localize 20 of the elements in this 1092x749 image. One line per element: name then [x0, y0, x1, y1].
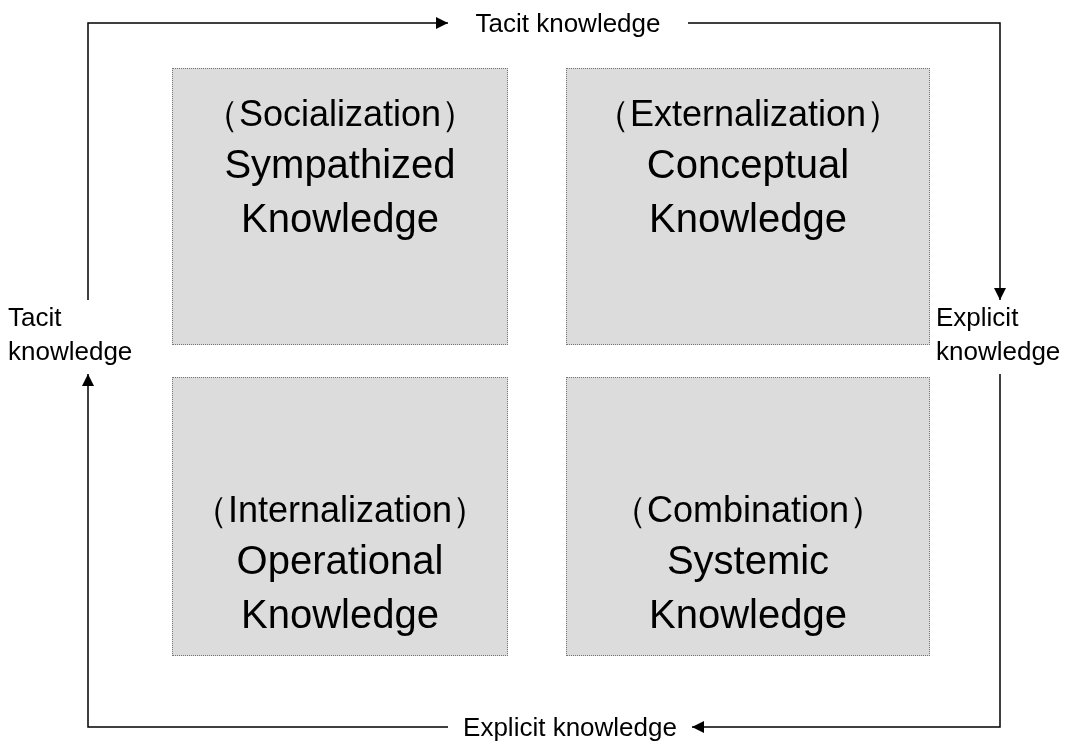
mode-heading: （Externalization） [593, 92, 903, 136]
quadrant-box [566, 377, 930, 656]
mode-heading: （Internalization） [191, 488, 489, 532]
quadrant-box [172, 68, 508, 345]
quadrant-box [172, 377, 508, 656]
arrow [691, 373, 1001, 733]
arrow [687, 22, 1006, 301]
arrow [87, 17, 449, 301]
arrow [82, 373, 449, 728]
knowledge-label: Tacit knowledge [8, 300, 168, 374]
mode-heading: （Combination） [610, 488, 886, 532]
knowledge-text: Conceptual Knowledge [645, 141, 851, 242]
quadrant-box [566, 68, 930, 345]
knowledge-text: Operational Knowledge [235, 537, 445, 638]
knowledge-label: Explicit knowledge [448, 710, 692, 744]
knowledge-label: Explicit knowledge [936, 300, 1090, 374]
knowledge-label: Tacit knowledge [448, 6, 688, 40]
knowledge-text: Systemic Knowledge [648, 537, 848, 638]
mode-heading: （Socialization） [202, 92, 478, 136]
knowledge-text: Sympathized Knowledge [223, 141, 457, 242]
